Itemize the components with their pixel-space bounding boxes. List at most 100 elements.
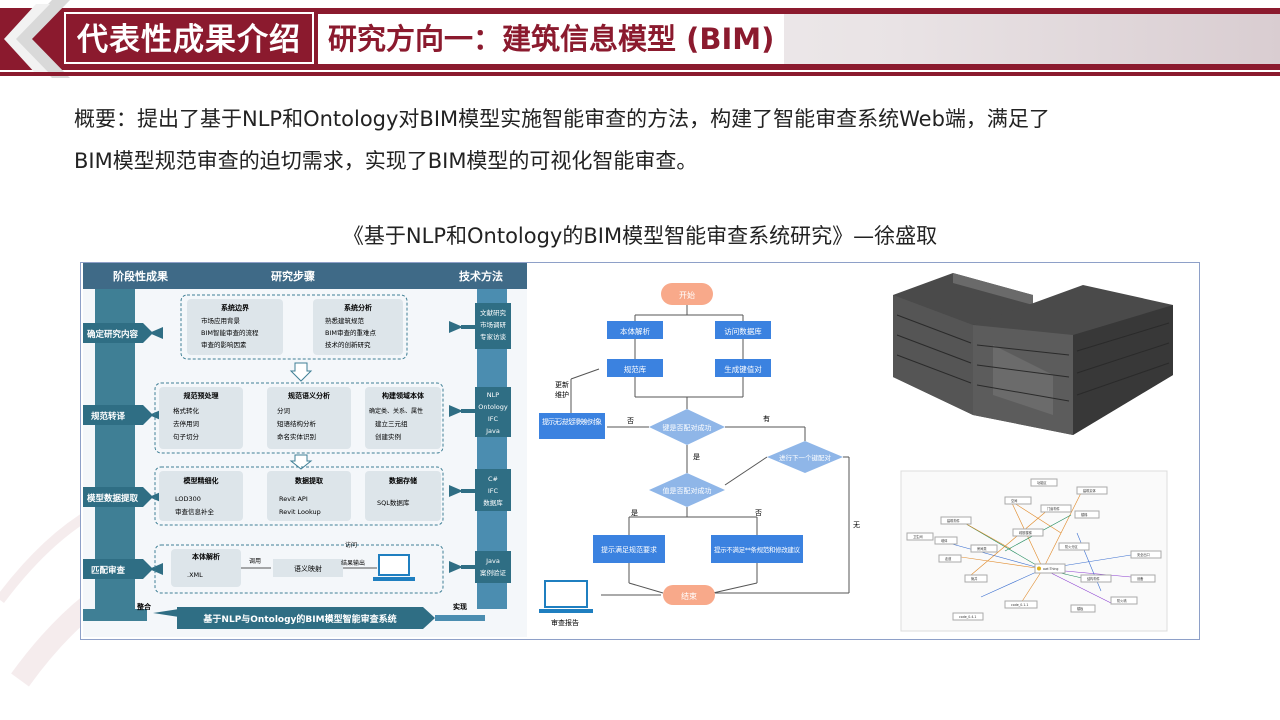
flow-meet-label: 提示满足规范要求 [601, 545, 657, 554]
row4-mapping: 语义映射 [294, 564, 322, 573]
tech-2-d: Java [485, 427, 500, 435]
tech-3-c: 数据库 [483, 498, 503, 507]
flow-start-label: 开始 [679, 290, 695, 300]
flow-end-label: 结束 [681, 591, 697, 601]
row2-box1-item2: 去停用词 [173, 419, 199, 428]
flow-value-match [649, 473, 725, 507]
tech-3-b: IFC [488, 487, 499, 495]
row3-box1-item1: LOD300 [175, 495, 201, 503]
report-monitor-icon [539, 580, 593, 613]
row3-box3-title: 数据存储 [389, 476, 417, 485]
tech-2-c: IFC [488, 415, 499, 423]
ontology-graph: owl:Thing 功能区 建筑实体 空间 门窗构件 楼梯 建筑构件 卫生间 疏… [900, 470, 1168, 632]
flow-key-match [649, 409, 725, 445]
onto-node-16: code_0.1.1 [1011, 603, 1028, 607]
tech-boxes: 文献研究 市场调研 专家访谈 NLP Ontology IFC Java C# … [475, 303, 511, 583]
row2-box1-item3: 句子切分 [173, 432, 200, 441]
building-model-image [883, 265, 1181, 467]
bottom-system-name: 基于NLP与Ontology的BIM模型智能审查系统 [202, 613, 396, 625]
row2-box3-item1: 确定类、关系、属性 [369, 407, 423, 415]
flow-not-meet [711, 535, 803, 563]
stage-4: 匹配审查 [91, 565, 126, 576]
row1-box1-item1: 市场应用背景 [201, 316, 241, 325]
stage-3: 模型数据提取 [87, 493, 139, 504]
flow-wu-label: 无 [853, 521, 860, 529]
row2-box2-title: 规范语义分析 [288, 391, 330, 400]
row1-box2-item3: 技术的创新研究 [325, 340, 371, 349]
bottom-right-label: 实现 [453, 602, 467, 611]
figure-canvas: 阶段性成果 研究步骤 技术方法 确定研究内容 规范转译 模型数据提取 匹配审查 … [83, 263, 1181, 637]
flow-yes-label: 有 [763, 414, 770, 423]
header-divider [0, 72, 1280, 76]
onto-node-13: 管井 [971, 576, 977, 581]
onto-node-5: 建筑构件 [947, 518, 961, 523]
onto-node-15: 设备 [1137, 576, 1144, 581]
onto-node-6: 卫生间 [913, 534, 923, 539]
row2-box1-item1: 格式转化 [173, 406, 200, 415]
stage-2: 规范转译 [91, 411, 126, 422]
tech-4-b: 案例验证 [480, 568, 507, 577]
figure-caption: 《基于NLP和Ontology的BIM模型智能审查系统研究》—徐盛取 [342, 224, 938, 248]
flow-ontology-parse [607, 321, 663, 339]
tech-2-a: NLP [487, 391, 499, 399]
tech-2-b: Ontology [478, 403, 508, 411]
flow-access-db [715, 321, 771, 339]
row1-box1-title: 系统边界 [221, 303, 250, 312]
flow-update-label: 更新 [555, 380, 569, 389]
row4-access-label: 访问 [345, 541, 357, 549]
summary-text: 概要：提出了基于NLP和Ontology对BIM模型实施智能审查的方法，构建了智… [74, 98, 1224, 182]
flow-gen-kv [715, 359, 771, 377]
row3-box2-item1: Revit API [279, 495, 308, 503]
flow-ontology-parse-label: 本体解析 [620, 326, 650, 336]
onto-node-9: 房间类 [977, 546, 987, 551]
tech-1-a: 文献研究 [480, 308, 507, 317]
onto-node-17: code_0.4.1 [959, 615, 976, 619]
onto-node-1: 建筑实体 [1083, 488, 1097, 493]
flow-next-pair [767, 441, 843, 473]
onto-node-14: 结构构件 [1087, 576, 1101, 581]
row1-box1-item3: 审查的影响因素 [201, 340, 247, 349]
ontology-center: owl:Thing [1043, 567, 1058, 571]
row3-box1-title: 模型精细化 [184, 476, 219, 485]
flow-not-meet-label: 提示不满足**条规范和修改建议 [714, 545, 801, 554]
row2-box2-item2: 短语结构分析 [277, 419, 317, 428]
row3-box2-item2: Revit Lookup [279, 508, 321, 516]
header-middle: 研究步骤 [271, 269, 315, 283]
flow-shi-label: 是 [693, 453, 700, 461]
summary-line-1: 概要：提出了基于NLP和Ontology对BIM模型实施智能审查的方法，构建了智… [74, 107, 1050, 131]
summary-line-2: BIM模型规范审查的迫切需求，实现了BIM模型的可视化智能审查。 [74, 149, 698, 173]
figure-frame: 阶段性成果 研究步骤 技术方法 确定研究内容 规范转译 模型数据提取 匹配审查 … [80, 262, 1200, 640]
stage-1: 确定研究内容 [87, 329, 139, 340]
onto-node-10: 防火分区 [1065, 544, 1079, 549]
row2-box3-title: 构建领域本体 [382, 391, 425, 400]
row4-call-label: 调用 [249, 557, 261, 565]
onto-node-4: 楼梯 [1081, 512, 1088, 517]
row3-box3-item1: SQL数据库 [377, 498, 410, 507]
flow-end [663, 585, 715, 605]
flow-key-match-label: 键是否配对成功 [663, 423, 712, 432]
header-left: 阶段性成果 [113, 269, 168, 283]
row2-box2-item1: 分词 [277, 406, 290, 415]
row2-box2-item3: 命名实体识别 [277, 432, 316, 441]
onto-node-3: 门窗构件 [1047, 506, 1061, 511]
row3-box1-item2: 审查信息补全 [175, 507, 215, 516]
row1-box1-item2: BIM智能审查的流程 [201, 328, 259, 337]
onto-node-8: 墙体 [941, 538, 948, 543]
row4-output-label: 结果输出 [341, 559, 365, 567]
research-diagram: 阶段性成果 研究步骤 技术方法 确定研究内容 规范转译 模型数据提取 匹配审查 … [83, 263, 527, 637]
flow-maintain-label: 维护 [555, 390, 569, 399]
bottom-left-label: 整合 [136, 602, 152, 611]
flow-prompt-no-map-label: 提示无法找到映射对象 [542, 417, 602, 426]
onto-node-2: 空间 [1011, 498, 1017, 503]
row2-box3-item2: 建立三元组 [375, 419, 408, 428]
flow-next-pair-label: 进行下一个键配对 [779, 453, 832, 462]
row1-box2-title: 系统分析 [344, 303, 372, 312]
flow-gen-kv-label: 生成键值对 [724, 364, 762, 374]
onto-node-7: 疏散楼梯 [1019, 530, 1033, 535]
onto-node-11: 安全出口 [1137, 552, 1150, 557]
onto-node-18: 防火墙 [1117, 598, 1127, 603]
flow-start [661, 283, 713, 305]
onto-node-12: 走道 [945, 556, 952, 561]
header-bar: 代表性成果介绍 研究方向一：建筑信息模型 (BIM) [0, 0, 1280, 78]
back-chevron-icon [4, 0, 70, 78]
